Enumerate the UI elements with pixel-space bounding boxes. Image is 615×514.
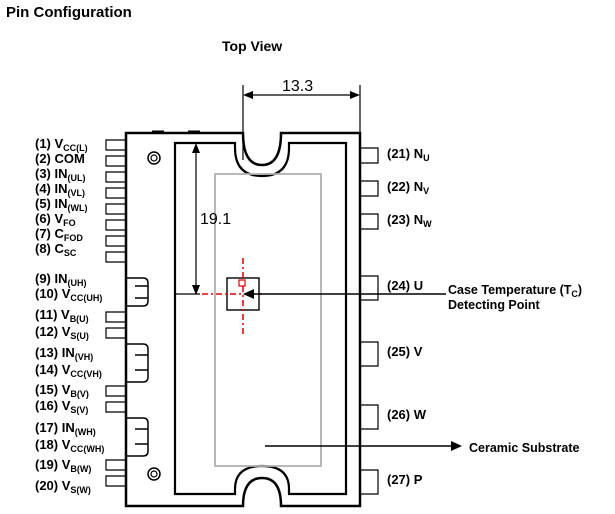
left-pin-label: (2) COM [35, 151, 85, 166]
right-pin-label: (21) NU [387, 146, 430, 163]
mounting-hole-top-icon [147, 151, 161, 165]
right-pin-label: (26) W [387, 407, 427, 422]
left-pin-label: (1) VCC(L) [35, 136, 88, 153]
right-pin-label: (25) V [387, 344, 423, 359]
left-pin-label: (18) VCC(WH) [35, 437, 104, 454]
right-pin-label: (22) NV [387, 179, 429, 196]
view-label: Top View [222, 38, 282, 54]
left-pin-label: (13) IN(VH) [35, 345, 93, 362]
left-pin-stubs [105, 139, 126, 487]
ceramic-substrate-pointer [265, 441, 462, 451]
case-temperature-point [176, 258, 446, 335]
left-pin-label: (19) VB(W) [35, 457, 91, 474]
ceramic-substrate [214, 173, 322, 467]
right-pin-label: (23) NW [387, 212, 432, 229]
right-pin-label: (27) P [387, 472, 423, 487]
left-pin-label: (15) VB(V) [35, 382, 89, 399]
left-pin-label: (14) VCC(VH) [35, 362, 102, 379]
left-pin-label: (16) VS(V) [35, 398, 88, 415]
module-outline [124, 131, 362, 508]
case-temperature-label: Case Temperature (TC) [448, 283, 582, 299]
page-title: Pin Configuration [6, 4, 132, 21]
left-pin-label: (3) IN(UL) [35, 166, 86, 183]
left-pin-brackets [126, 277, 149, 457]
left-pin-label: (6) VFO [35, 211, 76, 228]
left-pin-label: (7) CFOD [35, 226, 83, 243]
right-pin-label: (24) U [387, 278, 423, 293]
left-pin-label: (11) VB(U) [35, 307, 89, 324]
inner-frame [173, 141, 348, 496]
left-pin-label: (4) IN(VL) [35, 181, 85, 198]
left-pin-label: (8) CSC [35, 241, 77, 258]
width-dimension-label: 13.3 [282, 78, 313, 95]
left-pin-label: (12) VS(U) [35, 324, 89, 341]
height-dimension: 19.1 [192, 143, 231, 295]
left-pin-labels: (1) VCC(L)(2) COM(3) IN(UL)(4) IN(VL)(5)… [35, 136, 104, 495]
detecting-point-label: Detecting Point [448, 298, 541, 312]
width-dimension: 13.3 [242, 78, 361, 160]
mounting-hole-bottom-icon [147, 467, 161, 481]
right-pin-stubs [360, 147, 379, 495]
left-pin-label: (20) VS(W) [35, 478, 91, 495]
left-pin-label: (10) VCC(UH) [35, 286, 102, 303]
right-pin-labels: (21) NU (22) NV (23) NW (24) U (25) V (26) W (… [387, 146, 432, 487]
left-pin-label: (5) IN(WL) [35, 196, 88, 213]
left-pin-label: (9) IN(UH) [35, 271, 87, 288]
ceramic-substrate-label: Ceramic Substrate [469, 441, 580, 455]
left-pin-label: (17) IN(WH) [35, 420, 96, 437]
height-dimension-label: 19.1 [200, 211, 231, 228]
